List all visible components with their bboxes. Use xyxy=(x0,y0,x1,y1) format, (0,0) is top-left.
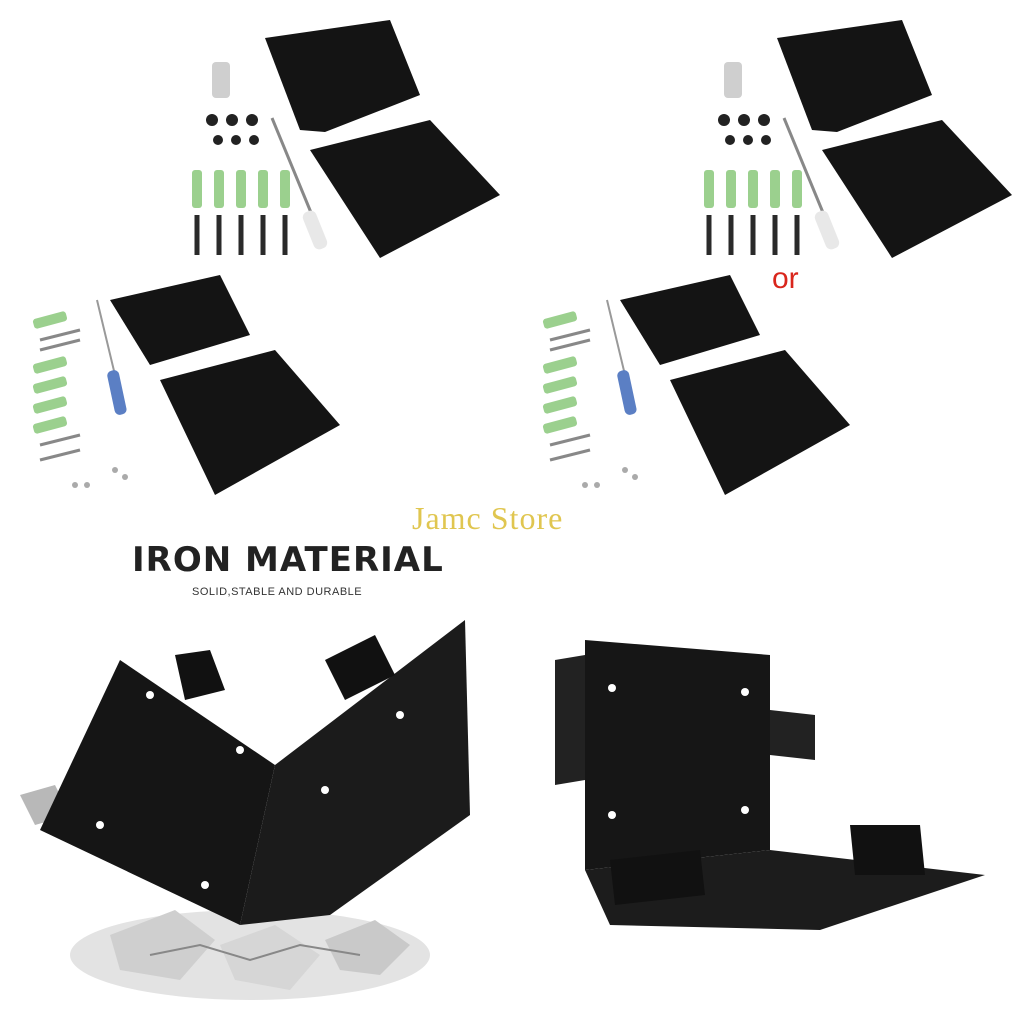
small-hardware xyxy=(72,467,128,488)
spacer-cylinder xyxy=(212,62,230,98)
bracket-plate-upper xyxy=(777,20,932,132)
side-clip xyxy=(555,655,585,785)
bracket-right-plate xyxy=(240,620,470,925)
kit-b-middle-left xyxy=(32,275,340,495)
vertical-plate xyxy=(585,640,770,870)
wall-anchors xyxy=(192,170,290,208)
mounting-holes xyxy=(96,691,404,889)
bracket-left-plate xyxy=(40,660,275,925)
washers-and-screws xyxy=(206,114,259,145)
bracket-plate-lower xyxy=(310,120,500,258)
screwdriver xyxy=(606,299,637,415)
rear-lip xyxy=(850,825,925,875)
bracket-plate-upper xyxy=(110,275,250,365)
bracket-plate-upper xyxy=(265,20,420,132)
or-separator-label: or xyxy=(772,262,799,295)
small-hardware xyxy=(582,467,638,488)
wall-anchors xyxy=(542,311,578,434)
right-clip xyxy=(770,710,815,760)
store-watermark: Jamc Store xyxy=(412,500,564,536)
kit-a-top-right xyxy=(704,20,1012,258)
bracket-plate-lower xyxy=(160,350,340,495)
screws xyxy=(39,328,81,462)
screwdriver xyxy=(270,117,328,250)
screwdriver xyxy=(782,117,840,250)
screwdriver xyxy=(96,299,127,415)
iron-bracket-impact-photo xyxy=(20,620,470,1000)
spacer-cylinder xyxy=(724,62,742,98)
wood-screws xyxy=(194,215,288,255)
screws xyxy=(549,328,591,462)
wall-anchors xyxy=(704,170,802,208)
bracket-plate-lower xyxy=(670,350,850,495)
material-headline: IRON MATERIAL xyxy=(132,540,444,580)
front-lip xyxy=(610,850,705,905)
kit-b-middle-right xyxy=(542,275,850,495)
mounting-holes xyxy=(608,684,749,819)
wood-screws xyxy=(706,215,800,255)
kit-a-top-left xyxy=(192,20,500,258)
assembled-bracket-photo xyxy=(555,640,985,930)
bracket-plate-upper xyxy=(620,275,760,365)
washers-and-screws xyxy=(718,114,771,145)
wall-anchors xyxy=(32,311,68,434)
bracket-tab-right xyxy=(325,635,395,700)
material-tagline: SOLID,STABLE AND DURABLE xyxy=(192,586,363,598)
bracket-plate-lower xyxy=(822,120,1012,258)
bracket-tab-left xyxy=(175,650,225,700)
